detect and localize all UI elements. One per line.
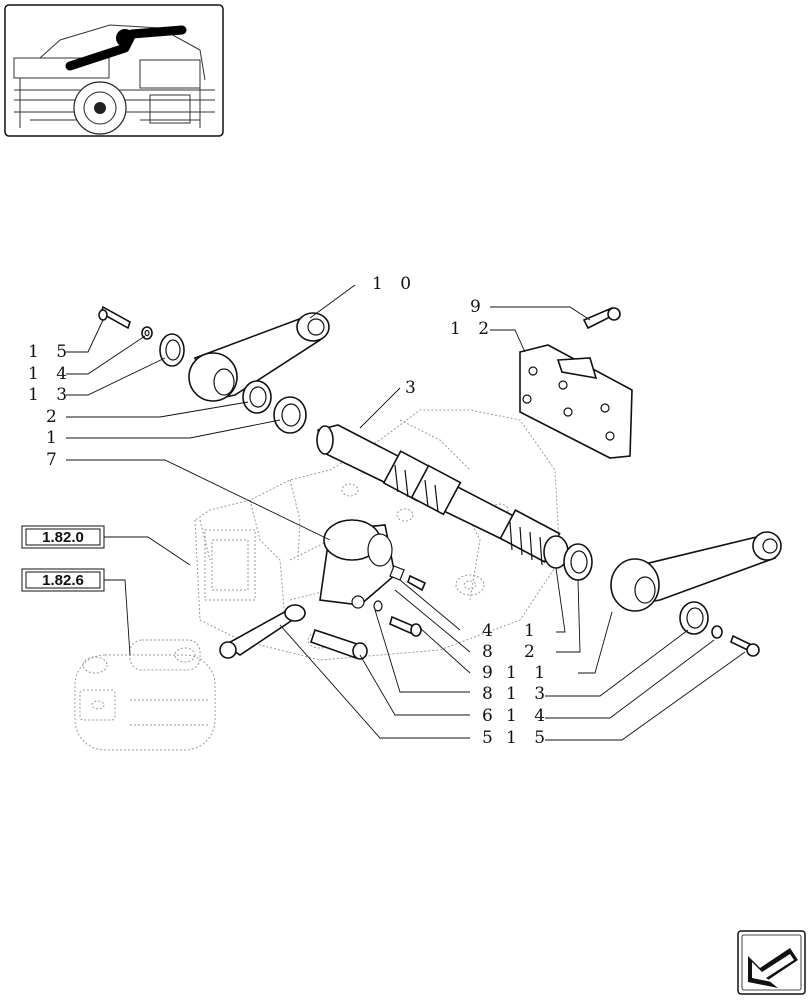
callout-12: 1 2 [450, 319, 495, 339]
callout-1-right: 1 [524, 621, 541, 641]
callout-15-left: 1 5 [28, 342, 73, 362]
callout-14-left: 1 4 [28, 364, 73, 384]
lower-fasteners [219, 565, 427, 660]
callout-15-right: 1 5 [506, 728, 551, 748]
callout-4: 4 [482, 621, 499, 641]
leader-lines [66, 284, 746, 741]
callout-11: 1 1 [506, 663, 551, 683]
callout-5: 5 [482, 728, 499, 748]
callout-9-mid: 9 [482, 663, 499, 683]
callout-13-right: 1 3 [506, 684, 551, 704]
callout-3: 3 [405, 378, 422, 398]
tractor-location-thumbnail [4, 4, 224, 137]
reference-box-1820[interactable]: 1.82.0 [21, 525, 105, 549]
reference-label-1820: 1.82.0 [42, 529, 84, 546]
left-lift-arm [188, 312, 330, 402]
callout-2-right: 2 [524, 642, 541, 662]
housing-outline [194, 409, 561, 661]
callout-10: 1 0 [372, 274, 417, 294]
cylinder-outline [74, 639, 216, 751]
callout-13-left: 1 3 [28, 385, 73, 405]
callout-labels: 1 0 3 9 1 2 1 5 1 4 1 3 2 1 7 4 1 8 2 9 … [28, 274, 551, 748]
callout-14-right: 1 4 [506, 706, 551, 726]
next-page-arrow-icon[interactable] [737, 930, 806, 995]
callout-7: 7 [46, 450, 63, 470]
right-lift-arm [610, 531, 782, 612]
reference-label-1826: 1.82.6 [42, 572, 84, 589]
reference-box-1826[interactable]: 1.82.6 [21, 568, 105, 592]
callout-8-b: 8 [482, 684, 499, 704]
callout-1-left: 1 [46, 428, 63, 448]
callout-6: 6 [482, 706, 499, 726]
rocker-arm [319, 519, 396, 609]
callout-2-left: 2 [46, 407, 63, 427]
callout-9-top: 9 [470, 297, 487, 317]
callout-8-a: 8 [482, 642, 499, 662]
mounting-bracket [519, 307, 633, 459]
